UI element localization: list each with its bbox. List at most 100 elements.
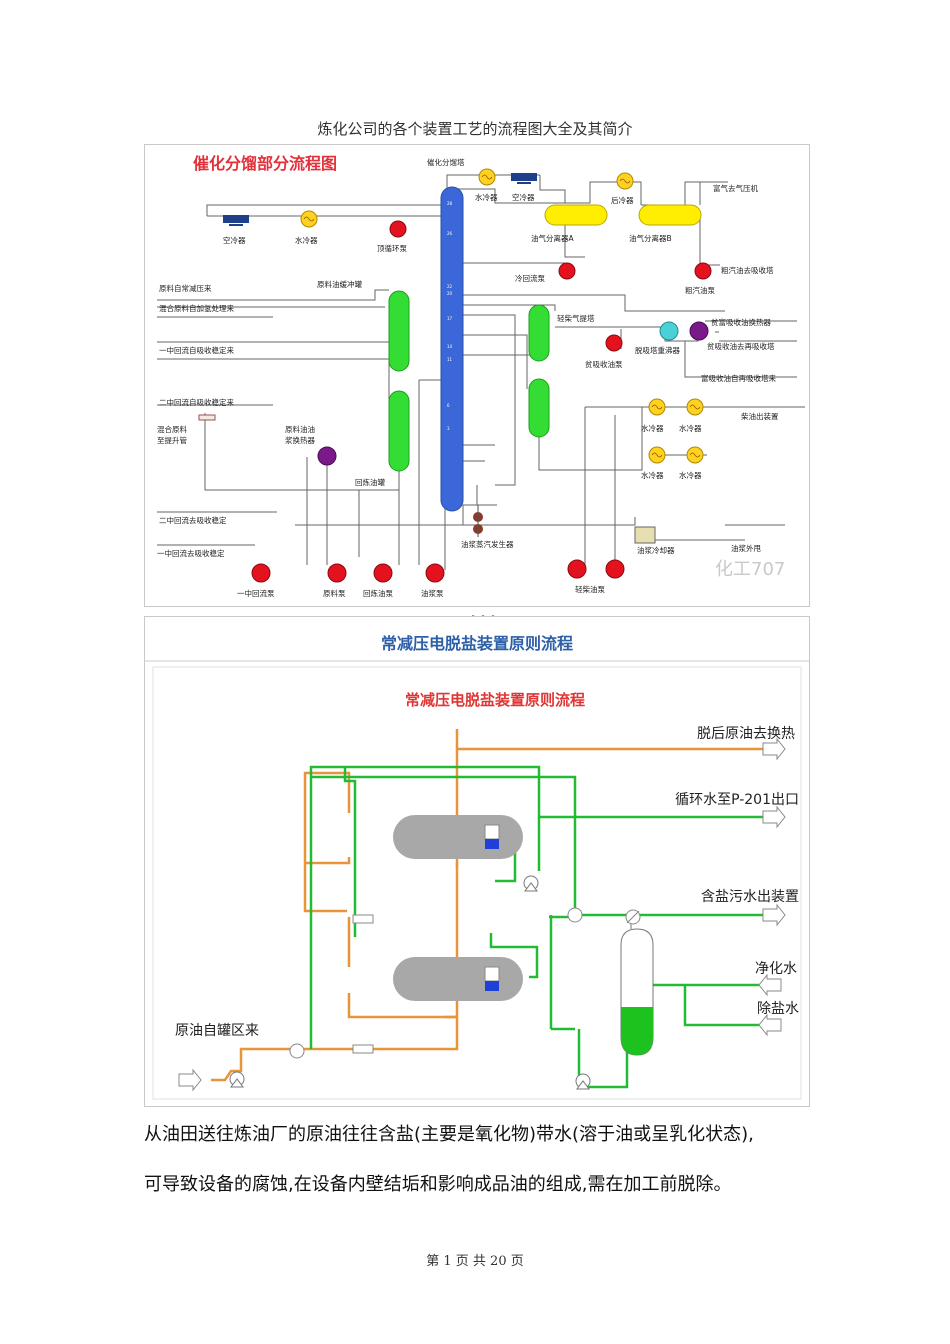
label-wc3: 水冷器 <box>641 470 664 480</box>
label-pump-feed: 原料泵 <box>323 588 346 598</box>
label-lean-oil-out: 贫吸收油去再吸收塔 <box>707 341 775 351</box>
pump-circulation <box>523 875 539 892</box>
label-wc2: 水冷器 <box>679 423 702 433</box>
light-diesel-stripper-top <box>528 304 550 362</box>
label-to-riser: 至提升管 <box>157 435 187 445</box>
label-crude-gasoline-out: 粗汽油去吸收塔 <box>721 265 774 275</box>
label-cold-reflux-pump: 冷回流泵 <box>515 273 545 283</box>
label-crude-gasoline-pump: 粗汽油泵 <box>685 285 715 295</box>
label-top-pump: 顶循环泵 <box>377 243 407 253</box>
arrow-desalted-water <box>758 1013 782 1037</box>
label-circulating-water: 循环水至P-201出口 <box>675 792 799 808</box>
air-cooler-left-icon <box>223 215 249 226</box>
lean-rich-exchanger <box>689 321 709 341</box>
label-wc4: 水冷器 <box>679 470 702 480</box>
fcc-fractionation-figure: 28 26 22 20 17 14 11 6 3 <box>144 144 810 607</box>
label-reflux2-out: 二中回流去吸收稳定 <box>159 515 227 525</box>
svg-text:3: 3 <box>447 426 450 431</box>
svg-text:28: 28 <box>447 201 453 206</box>
figure1-title: 催化分馏部分流程图 <box>193 154 337 173</box>
label-pump-slurry: 油浆泵 <box>421 588 444 598</box>
label-reflux1-out: 一中回流去吸收稳定 <box>157 548 225 558</box>
label-after-cooler: 后冷器 <box>611 195 634 205</box>
feed-buffer-tank <box>388 290 410 372</box>
label-water-cooler-left: 水冷器 <box>295 235 318 245</box>
figure2-inner-title: 常减压电脱盐装置原则流程 <box>405 691 585 709</box>
slurry-cooler <box>634 526 656 544</box>
label-feed-slurry-2: 浆换热器 <box>285 435 315 445</box>
slurry-pump <box>425 563 445 583</box>
label-steam-gen: 油浆蒸汽发生器 <box>461 539 514 549</box>
arrow-purified-water <box>758 973 782 997</box>
label-reboiler: 脱吸塔重沸器 <box>635 345 680 355</box>
label-desalted-water: 除盐水 <box>757 1001 799 1017</box>
arrow-desalted-crude <box>762 737 786 761</box>
label-slurry-out: 油浆外甩 <box>731 543 761 553</box>
arrow-circulating-water <box>762 805 786 829</box>
desalter-vessel-1 <box>393 815 523 859</box>
recycle-oil-pump <box>373 563 393 583</box>
figure2-outer-title: 常减压电脱盐装置原则流程 <box>381 634 573 653</box>
svg-text:20: 20 <box>447 291 453 296</box>
slurry-steam-generator <box>473 505 483 537</box>
crude-gasoline-pump <box>694 262 712 280</box>
reflux1-pump <box>251 563 271 583</box>
mixer-2 <box>567 907 583 923</box>
desalting-flow-diagram: 常减压电脱盐装置原则流程 常减压电脱盐装置原则流程 <box>145 634 809 1100</box>
label-feed-from-hydro: 混合原料自加氢处理来 <box>159 303 234 313</box>
label-diesel-out: 柴油出装置 <box>741 411 779 421</box>
label-lean-oil-pump: 贫吸收油泵 <box>585 359 623 369</box>
document-title: 炼化公司的各个装置工艺的流程图大全及其简介 <box>317 120 633 138</box>
svg-text:22: 22 <box>447 284 453 289</box>
svg-text:6: 6 <box>447 403 450 408</box>
desalter-vessel-2 <box>393 957 523 1001</box>
pump-water <box>575 1073 591 1090</box>
water-tank <box>620 910 654 1056</box>
mixing-valve-1 <box>352 914 374 924</box>
cold-reflux-pump <box>558 262 576 280</box>
label-purified-water: 净化水 <box>755 961 797 977</box>
mixed-feed-valve <box>198 414 216 421</box>
mixing-valve-2 <box>352 1044 374 1054</box>
svg-text:26: 26 <box>447 231 453 236</box>
label-pump-recycle: 回炼油泵 <box>363 588 393 598</box>
paragraph-2: 可导致设备的腐蚀,在设备内壁结垢和影响成品油的组成,需在加工前脱除。 <box>144 1174 732 1195</box>
svg-text:11: 11 <box>447 357 453 362</box>
label-pump-reflux1: 一中回流泵 <box>237 588 275 598</box>
label-rich-gas: 富气去气压机 <box>713 183 758 193</box>
light-diesel-pump-2 <box>605 559 625 579</box>
label-lean-rich-exchanger: 贫富吸收油换热器 <box>711 317 771 327</box>
label-desalted-crude: 脱后原油去换热 <box>697 725 795 742</box>
label-main-tower: 催化分馏塔 <box>427 157 465 167</box>
label-rich-oil-in: 富吸收油自再吸收塔来 <box>701 373 776 383</box>
pump-crude <box>229 1071 245 1088</box>
label-pump-light-diesel: 轻柴油泵 <box>575 584 605 594</box>
svg-text:17: 17 <box>447 316 453 321</box>
label-feed-buffer: 原料油缓冲罐 <box>317 279 362 289</box>
light-diesel-stripper-bottom <box>528 378 550 438</box>
top-circulation-pump <box>389 220 407 238</box>
separator-a <box>544 204 608 226</box>
label-recycle-tank: 回炼油罐 <box>355 477 385 487</box>
mixer-1 <box>289 1043 305 1059</box>
label-salty-water: 含盐污水出装置 <box>701 889 799 905</box>
svg-text:14: 14 <box>447 344 453 349</box>
feed-slurry-exchanger <box>317 446 337 466</box>
light-diesel-pump-1 <box>567 559 587 579</box>
separator-b <box>638 204 702 226</box>
figure2-inner-panel <box>152 666 802 1100</box>
label-mixed-feed: 混合原料 <box>157 424 187 434</box>
label-feed-slurry-1: 原料油油 <box>285 424 315 434</box>
label-slurry-cooler: 油浆冷却器 <box>637 545 675 555</box>
lean-oil-pump <box>605 334 623 352</box>
recycle-oil-tank <box>388 390 410 472</box>
label-air-cooler-top: 空冷器 <box>512 192 535 202</box>
label-reflux2-in: 二中回流自吸收稳定来 <box>159 397 234 407</box>
label-feed-from-atm: 原料自常减压来 <box>159 283 212 293</box>
label-water-cooler-top: 水冷器 <box>475 192 498 202</box>
air-cooler-top-icon <box>511 173 537 184</box>
feed-pump <box>327 563 347 583</box>
reboiler-exchanger <box>659 321 679 341</box>
arrow-salty-water <box>762 903 786 927</box>
desalting-figure: 常减压电脱盐装置原则流程 常减压电脱盐装置原则流程 <box>144 616 810 1107</box>
